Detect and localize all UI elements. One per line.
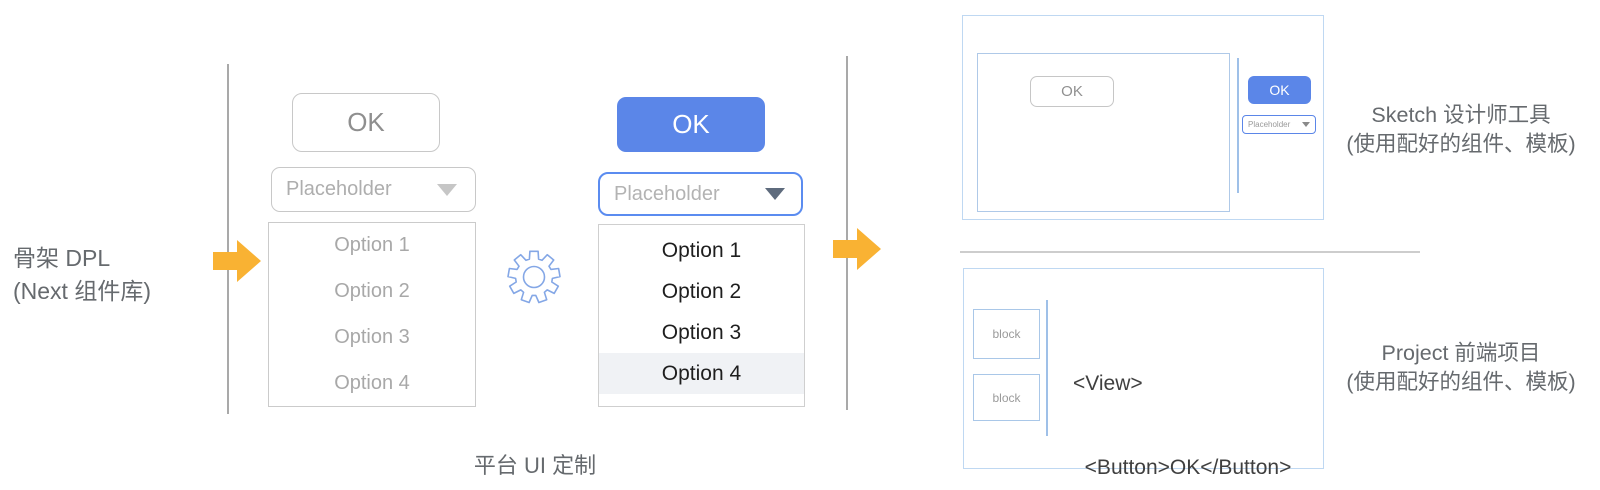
sketch-caption-line2: (使用配好的组件、模板) [1346, 132, 1576, 156]
sketch-sidebar-divider [1237, 58, 1239, 193]
project-block-2: block [973, 374, 1040, 421]
project-block-2-label: block [992, 390, 1021, 405]
themed-option-row[interactable]: Option 1 [661, 238, 742, 262]
skeleton-select-placeholder: Placeholder [286, 178, 392, 200]
left-caption-line2: (Next 组件库) [13, 278, 151, 304]
gear-icon [507, 250, 561, 304]
project-block-1-label: block [992, 327, 1021, 341]
sketch-caption: Sketch 设计师工具 (使用配好的组件、模板) [1322, 101, 1600, 159]
themed-select[interactable]: Placeholder [598, 172, 803, 216]
triangle-down-icon [437, 183, 457, 196]
arrow-right-icon [213, 240, 261, 282]
right-section-divider [960, 251, 1420, 253]
themed-ok-label: OK [672, 109, 710, 139]
triangle-down-icon [1302, 122, 1310, 127]
arrow-right-icon [833, 228, 881, 270]
project-panel: block block <View> <Button>OK</Button> <… [963, 268, 1324, 479]
sketch-canvas-ok-label: OK [1061, 83, 1083, 100]
left-caption: 骨架 DPL (Next 组件库) [13, 242, 213, 308]
left-caption-line1: 骨架 DPL [13, 245, 111, 271]
project-caption-line1: Project 前端项目 [1381, 341, 1541, 365]
platform-caption: 平台 UI 定制 [473, 453, 597, 478]
sketch-sidebar-select[interactable]: Placeholder [1242, 115, 1316, 134]
skeleton-select[interactable]: Placeholder [271, 167, 476, 212]
code-snippet: <View> <Button>OK</Button> <Select /> </… [1073, 314, 1291, 490]
skeleton-ok-button[interactable]: OK [292, 93, 440, 152]
themed-option-row[interactable]: Option 2 [661, 279, 742, 303]
themed-options-list: Option 1 Option 2 Option 3 Option 4 [598, 224, 805, 407]
skeleton-options-list: Option 1 Option 2 Option 3 Option 4 [268, 222, 476, 407]
themed-option-row[interactable]: Option 3 [661, 320, 742, 344]
themed-ok-button[interactable]: OK [617, 97, 765, 152]
project-code-divider [1046, 300, 1048, 436]
sketch-sidebar-ok-label: OK [1269, 82, 1290, 98]
skeleton-option-row[interactable]: Option 3 [334, 325, 410, 348]
code-line: <Button>OK</Button> [1073, 456, 1292, 479]
skeleton-ok-label: OK [347, 107, 385, 137]
sketch-sidebar-ok-button[interactable]: OK [1248, 76, 1311, 104]
sketch-artboard: OK [977, 53, 1230, 212]
sketch-canvas-ok-button[interactable]: OK [1030, 76, 1114, 107]
project-caption-line2: (使用配好的组件、模板) [1346, 370, 1576, 394]
separator-line-1 [227, 64, 229, 414]
themed-option-row[interactable]: Option 4 [599, 353, 804, 394]
sketch-panel: OK OK Placeholder [962, 15, 1324, 220]
sketch-caption-line1: Sketch 设计师工具 [1371, 103, 1551, 127]
project-block-1: block [973, 309, 1040, 359]
themed-select-placeholder: Placeholder [614, 182, 720, 205]
skeleton-option-row[interactable]: Option 1 [334, 234, 410, 257]
code-line: <View> [1073, 372, 1143, 395]
sketch-sidebar-select-placeholder: Placeholder [1248, 120, 1291, 129]
skeleton-option-row[interactable]: Option 4 [334, 371, 410, 394]
project-caption: Project 前端项目 (使用配好的组件、模板) [1322, 339, 1600, 397]
triangle-down-icon [765, 188, 785, 200]
skeleton-option-row[interactable]: Option 2 [334, 280, 410, 303]
separator-line-2 [846, 56, 848, 410]
